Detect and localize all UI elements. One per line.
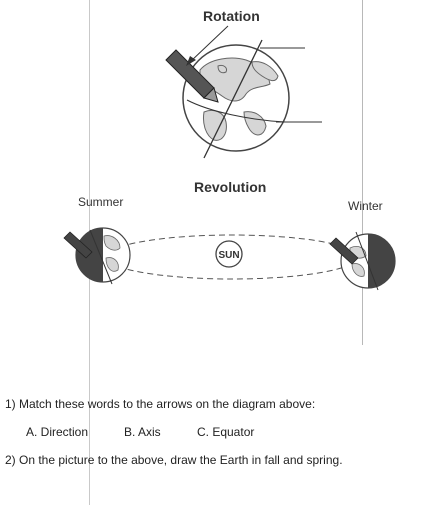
continent-shape [217, 65, 227, 74]
summer-label: Summer [78, 195, 124, 209]
pencil-shape [329, 237, 359, 265]
sun: SUN [215, 240, 243, 268]
option-direction: A. Direction [26, 425, 89, 439]
night-shade [368, 234, 395, 288]
sun-label: SUN [218, 250, 239, 261]
revolution-title: Revolution [194, 179, 267, 195]
equator-line [186, 99, 286, 123]
earth-diagram: SUN [63, 25, 396, 291]
axis-line [355, 231, 379, 291]
continent-shape [199, 57, 271, 102]
winter-label: Winter [348, 199, 383, 213]
question-1-text: 1) Match these words to the arrows on th… [5, 397, 316, 411]
question-2-text: 2) On the picture to the above, draw the… [5, 453, 343, 467]
continent-shape [351, 263, 365, 277]
rotation-title: Rotation [203, 8, 260, 24]
axis-line [89, 229, 113, 285]
summer-globe [63, 227, 131, 285]
scan-line-right [362, 0, 363, 345]
axis-line [203, 39, 263, 159]
arrowhead [186, 56, 196, 66]
continent-shape [251, 61, 279, 82]
option-equator: C. Equator [197, 425, 255, 439]
rotation-globe [165, 25, 322, 159]
pencil-shape [165, 49, 219, 103]
pencil-shape [63, 231, 93, 259]
option-axis: B. Axis [124, 425, 161, 439]
arrow-direction [189, 25, 229, 63]
winter-globe [329, 231, 396, 291]
continent-shape [103, 235, 121, 251]
continent-shape [243, 111, 267, 136]
continent-shape [105, 257, 119, 272]
